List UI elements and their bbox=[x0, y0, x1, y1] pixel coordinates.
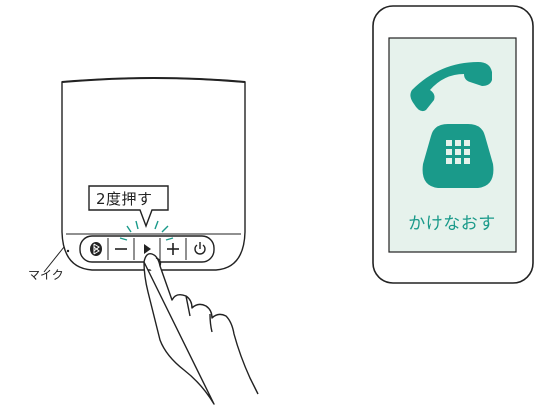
bluetooth-icon[interactable] bbox=[90, 242, 102, 256]
power-icon[interactable] bbox=[194, 242, 206, 255]
mic-hole bbox=[43, 246, 70, 273]
callout-box bbox=[88, 185, 169, 228]
press-highlight bbox=[119, 220, 174, 241]
pointing-hand bbox=[143, 252, 259, 405]
mic-label: マイク bbox=[28, 268, 64, 282]
plus-icon[interactable] bbox=[167, 243, 179, 255]
play-icon[interactable] bbox=[144, 244, 151, 254]
callout-label: 2度押す bbox=[96, 190, 153, 208]
telephone-icon[interactable] bbox=[410, 62, 494, 188]
speaker bbox=[61, 77, 246, 271]
redial-button-label[interactable]: かけなおす bbox=[408, 214, 496, 234]
